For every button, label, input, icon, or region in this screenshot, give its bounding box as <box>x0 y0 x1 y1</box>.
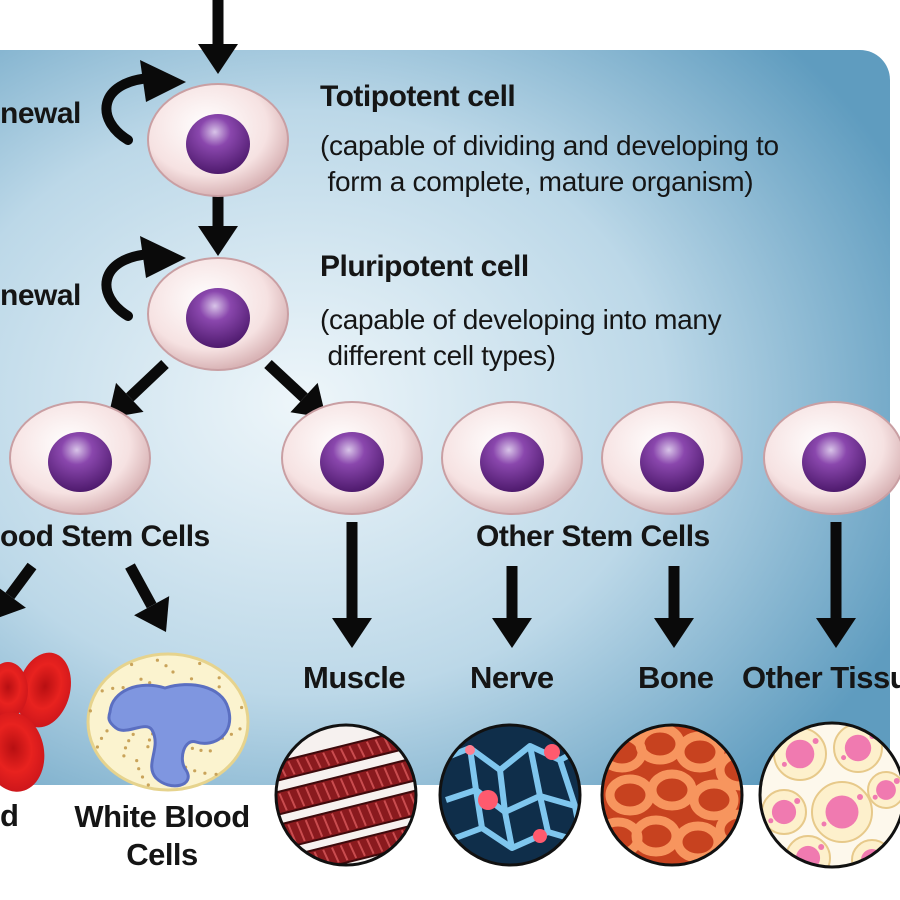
nerve-stem-cell <box>441 401 583 515</box>
totipotent-description: (capable of dividing and developing to f… <box>320 130 779 197</box>
pluripotent-cell <box>147 257 289 371</box>
arrow-into-totipotent <box>198 0 238 74</box>
other-stem-cells-label: Other Stem Cells <box>476 520 710 553</box>
bone-tissue-image <box>602 725 742 865</box>
other-stem-cell <box>763 401 900 515</box>
totipotent-cell <box>147 83 289 197</box>
blood-stem-cell <box>9 401 151 515</box>
self-renewal-arrow-2 <box>101 236 186 321</box>
pluripotent-title: Pluripotent cell <box>320 250 529 283</box>
other-tissue-label: Other Tissue <box>742 660 900 695</box>
muscle-stem-cell <box>281 401 423 515</box>
red-blood-cells-label: d <box>0 798 19 833</box>
muscle-label: Muscle <box>303 660 406 695</box>
bone-label: Bone <box>638 660 714 695</box>
arrow-to-nerve <box>492 566 532 648</box>
arrow-blood-to-white <box>125 563 170 632</box>
arrow-blood-to-red <box>0 562 37 618</box>
totipotent-title: Totipotent cell <box>320 80 516 113</box>
pluripotent-description: (capable of developing into many differe… <box>320 304 722 371</box>
nerve-tissue-image <box>440 725 580 865</box>
self-renewal-arrow-1 <box>101 60 186 145</box>
red-blood-cells <box>0 652 71 792</box>
arrow-to-bone <box>654 566 694 648</box>
arrow-to-muscle <box>332 522 372 648</box>
bone-stem-cell <box>601 401 743 515</box>
white-blood-cell <box>86 652 250 792</box>
arrow-to-other-tissue <box>816 522 856 648</box>
white-blood-cells-label: White Blood Cells <box>74 799 250 872</box>
blood-stem-cells-label: ood Stem Cells <box>0 520 210 553</box>
self-renewal-label-2: newal <box>0 279 81 312</box>
muscle-tissue-image <box>276 725 416 865</box>
self-renewal-label-1: newal <box>0 97 81 130</box>
nerve-label: Nerve <box>470 660 554 695</box>
arrow-totipotent-to-pluripotent <box>198 196 238 256</box>
